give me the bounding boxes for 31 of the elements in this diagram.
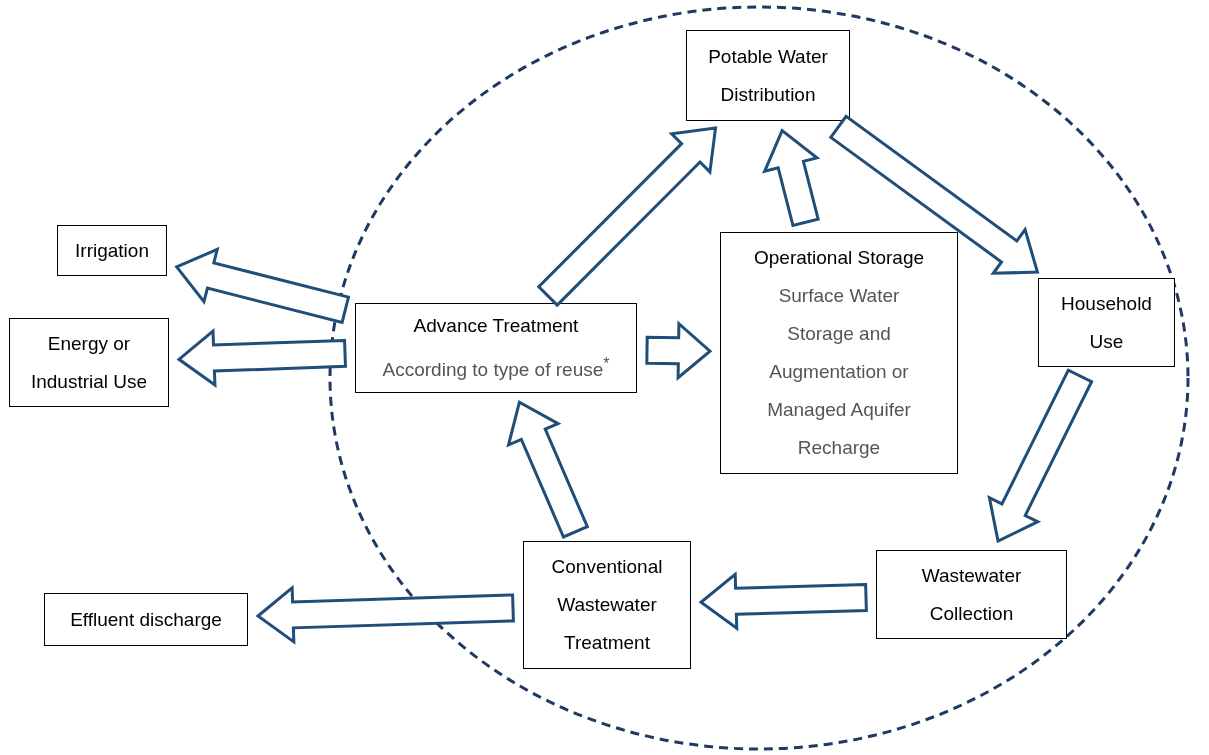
block-arrow xyxy=(176,327,348,389)
block-arrow xyxy=(174,246,351,325)
block-arrow xyxy=(506,399,590,539)
box-heading: Energy or Industrial Use xyxy=(29,331,149,394)
block-arrow xyxy=(536,126,718,308)
block-arrow xyxy=(762,128,821,228)
process-box xyxy=(1038,278,1175,367)
process-box xyxy=(44,593,248,646)
process-box xyxy=(9,318,169,407)
box-heading: Operational Storage xyxy=(753,246,925,270)
process-box xyxy=(720,232,958,474)
box-heading: Advance Treatment xyxy=(413,313,579,338)
process-box xyxy=(876,550,1067,639)
box-heading: Effluent discharge xyxy=(70,607,222,632)
block-arrow xyxy=(645,320,713,381)
process-box xyxy=(686,30,850,121)
box-heading: Irrigation xyxy=(75,238,149,263)
box-heading: Conventional Wastewater Treatment xyxy=(550,555,664,655)
box-heading: Potable Water Distribution xyxy=(707,44,829,107)
box-heading: Wastewater Collection xyxy=(920,563,1023,626)
block-arrow xyxy=(828,114,1040,275)
box-text: Surface Water Storage and Augmentation or Managed Aquifer Recharge xyxy=(766,284,912,460)
process-box xyxy=(355,303,637,393)
block-arrow xyxy=(255,584,515,645)
process-box xyxy=(523,541,691,669)
block-arrow xyxy=(987,368,1094,544)
box-text: According to type of reuse$^{*}$ xyxy=(382,353,610,383)
block-arrow xyxy=(698,571,868,632)
process-box xyxy=(57,225,167,276)
box-heading: Household Use xyxy=(1060,291,1153,354)
dashed-ellipse xyxy=(328,5,1190,751)
